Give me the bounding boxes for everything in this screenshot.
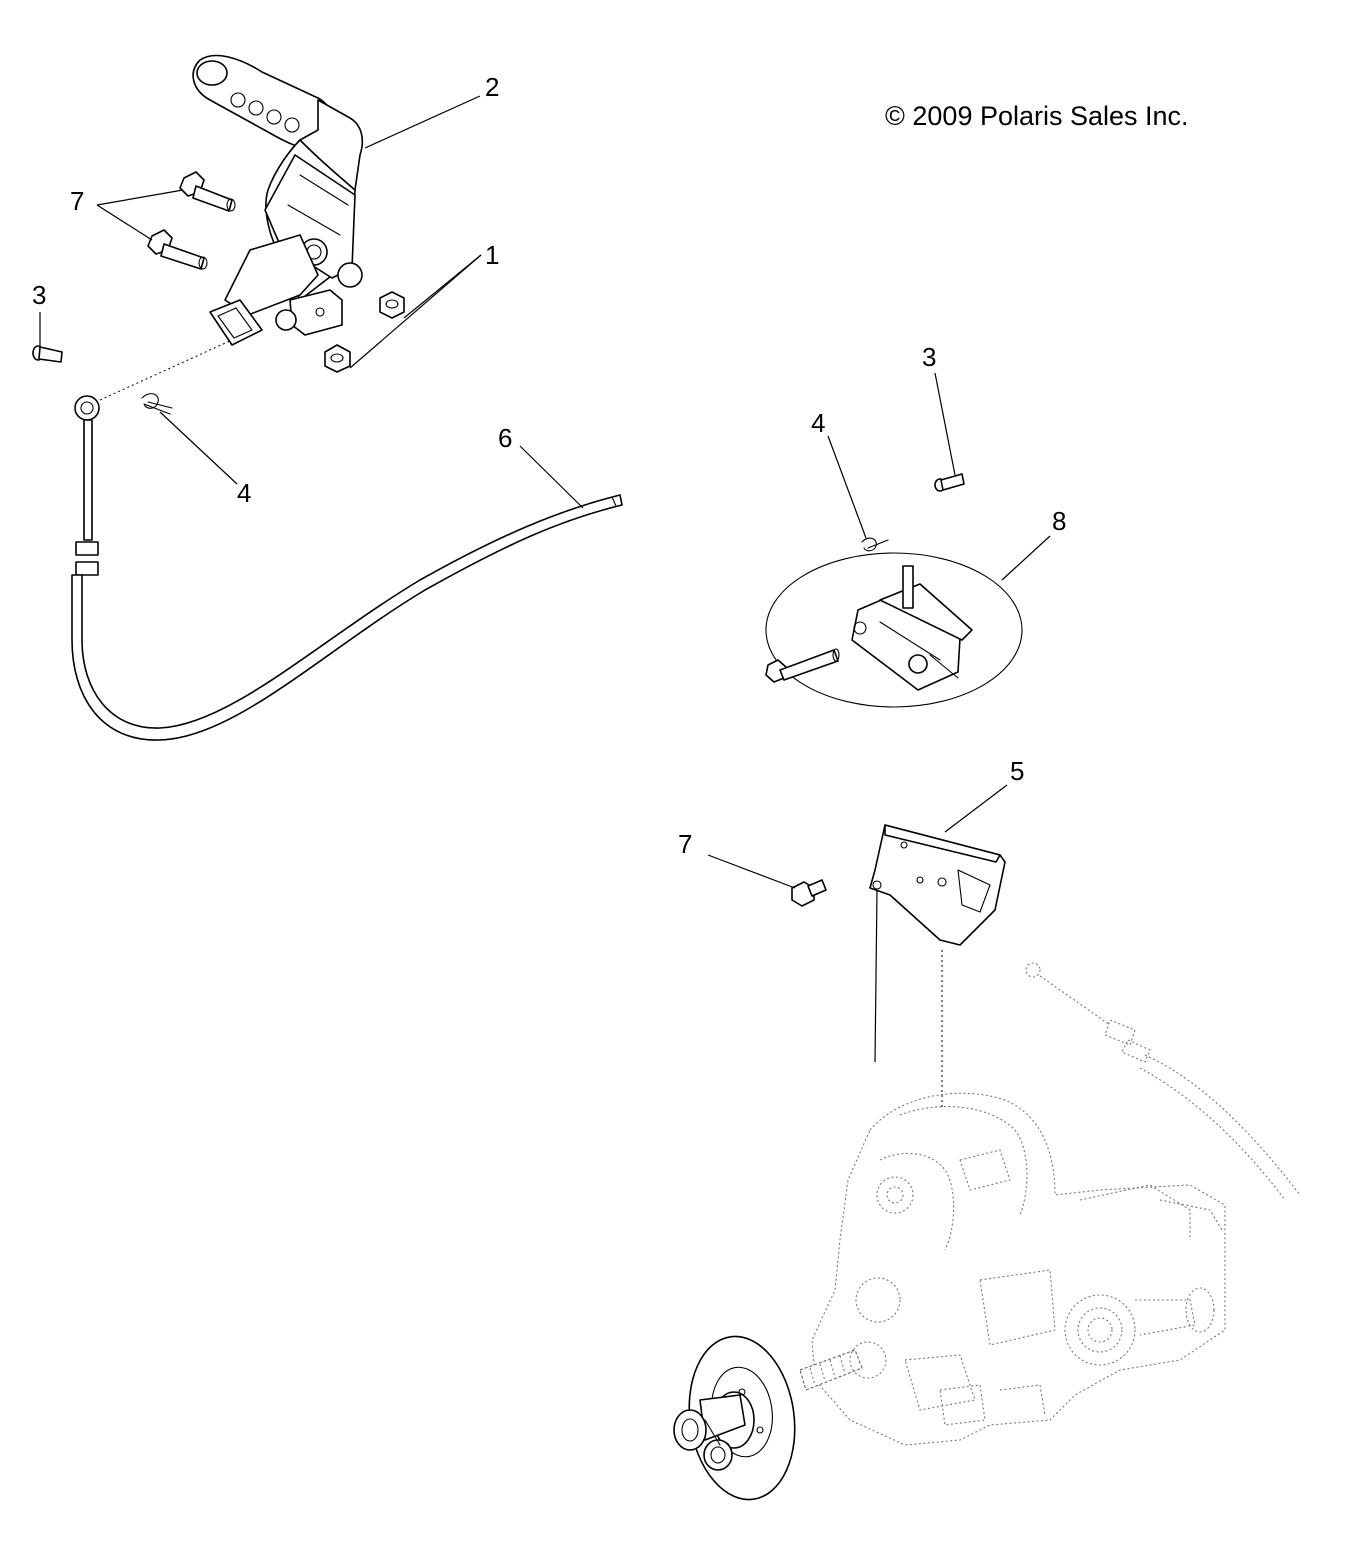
callout-3-right: 3 <box>922 342 936 372</box>
callout-7-upper: 7 <box>70 186 84 216</box>
bolt-upper-b <box>147 229 208 270</box>
leader-7a <box>96 189 184 206</box>
callout-3-left: 3 <box>32 280 46 310</box>
bolt-upper-a <box>179 171 236 212</box>
mounting-bracket <box>869 824 1006 946</box>
callout-5: 5 <box>1010 756 1024 786</box>
callout-7-lower: 7 <box>678 829 692 859</box>
leader-6 <box>519 445 584 509</box>
callout-6: 6 <box>498 423 512 453</box>
callout-4-left: 4 <box>237 478 251 508</box>
cable-ghost-right <box>1025 962 1301 1201</box>
leader-4-right <box>827 435 867 539</box>
leader-1b <box>349 254 482 369</box>
hair-clip-right <box>861 537 889 552</box>
transmission-ghost <box>799 1092 1226 1446</box>
leader-7b <box>96 204 153 241</box>
callout-1: 1 <box>485 240 499 270</box>
caliper-kit <box>765 552 1023 708</box>
leader-2 <box>364 95 481 149</box>
brake-cable <box>71 395 623 741</box>
clevis-pin-left <box>32 345 63 363</box>
bracket-alignment-line-a <box>874 889 878 1063</box>
hair-clip-left <box>141 393 173 415</box>
nut-lower <box>324 344 351 373</box>
callout-4-right: 4 <box>811 408 825 438</box>
leader-3-right <box>934 372 956 476</box>
pivot-alignment-line <box>99 339 233 401</box>
brake-lever-assembly <box>192 54 364 346</box>
bolt-lower <box>791 879 827 907</box>
leader-4-left <box>159 411 238 485</box>
callout-8: 8 <box>1052 506 1066 536</box>
brake-disc-assembly <box>673 1335 796 1501</box>
leader-7-lower <box>707 854 796 889</box>
leader-8 <box>1001 535 1051 581</box>
nut-upper <box>379 291 405 319</box>
clevis-pin-right <box>934 473 965 492</box>
leader-5 <box>944 784 1008 833</box>
callout-2: 2 <box>485 72 499 102</box>
copyright-notice: © 2009 Polaris Sales Inc. <box>885 101 1189 131</box>
